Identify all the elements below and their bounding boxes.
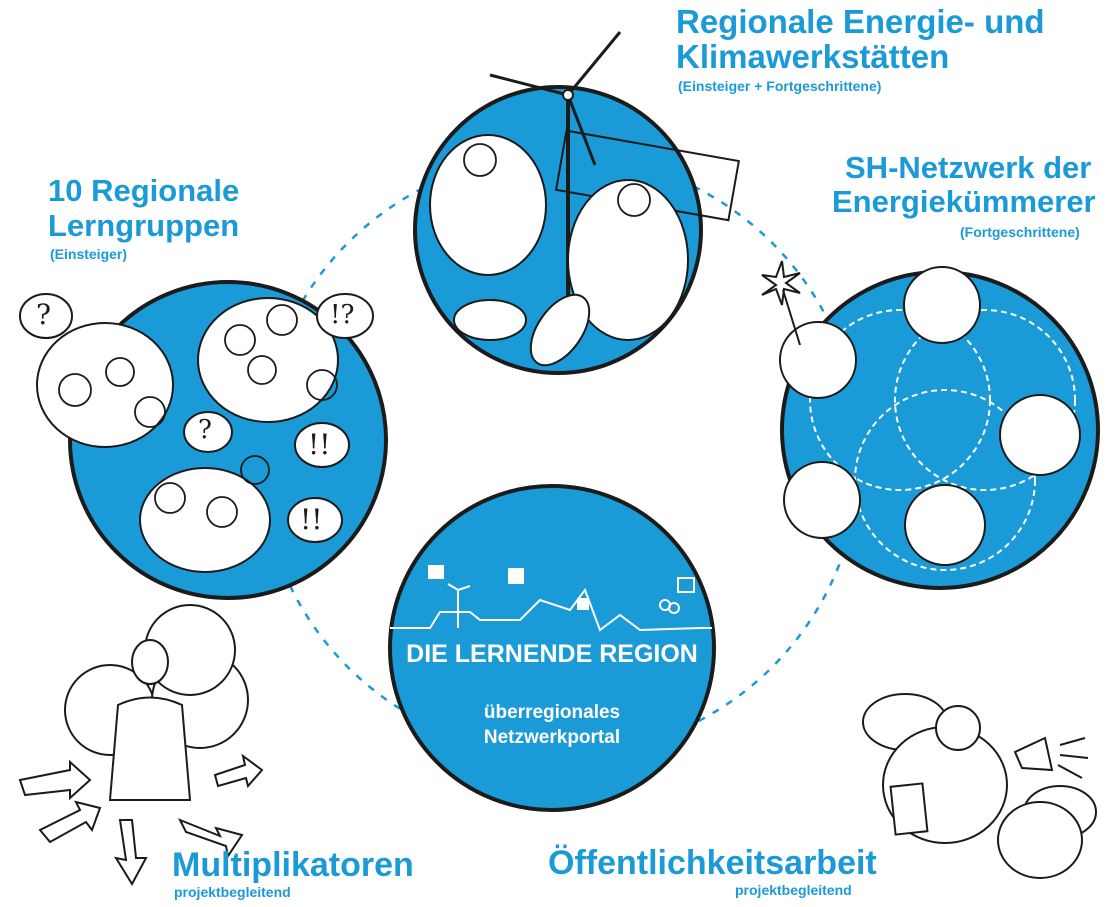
speech-mark-exclaim-question: !?: [330, 300, 355, 330]
center-title: DIE LERNENDE REGION: [406, 640, 698, 668]
oeffentlichkeit-subtitle: projektbegleitend: [735, 882, 852, 898]
netzwerk-title-line2: Energiekümmerer: [832, 184, 1096, 219]
center-portal-illustration: [388, 484, 716, 812]
oeffentlichkeit-illustration: [862, 693, 1097, 879]
multiplikatoren-title: Multiplikatoren: [172, 846, 414, 884]
werkstaetten-title-line2: Klimawerkstätten: [676, 38, 950, 75]
lerngruppen-subtitle: (Einsteiger): [50, 246, 128, 262]
netzwerk-illustration: [761, 260, 1100, 590]
lerngruppen-title-line2: Lerngruppen: [48, 208, 240, 243]
speech-bubbles-lerngruppen: [19, 293, 374, 543]
multiplikatoren-subtitle: projektbegleitend: [174, 884, 291, 900]
werkstaetten-title-line1: Regionale Energie- und: [676, 3, 1045, 40]
netzwerk-title-line1: SH-Netzwerk der: [845, 150, 1092, 185]
lerngruppen-title-line1: 10 Regionale: [48, 173, 240, 208]
oeffentlichkeit-title: Öffentlichkeitsarbeit: [548, 844, 877, 882]
speech-mark-exclaim-1: !!: [308, 428, 331, 461]
netzwerk-subtitle: (Fortgeschrittene): [960, 224, 1080, 240]
center-line2: Netzwerkportal: [483, 727, 621, 748]
werkstaetten-subtitle: (Einsteiger + Fortgeschrittene): [678, 78, 882, 94]
speech-mark-exclaim-2: !!: [300, 503, 323, 536]
speech-mark-question-2: ?: [198, 415, 212, 445]
speech-mark-question-1: ?: [36, 298, 52, 331]
center-line1: überregionales: [483, 702, 621, 723]
multiplikatoren-illustration: [18, 604, 264, 887]
werkstaetten-illustration: [413, 31, 741, 375]
